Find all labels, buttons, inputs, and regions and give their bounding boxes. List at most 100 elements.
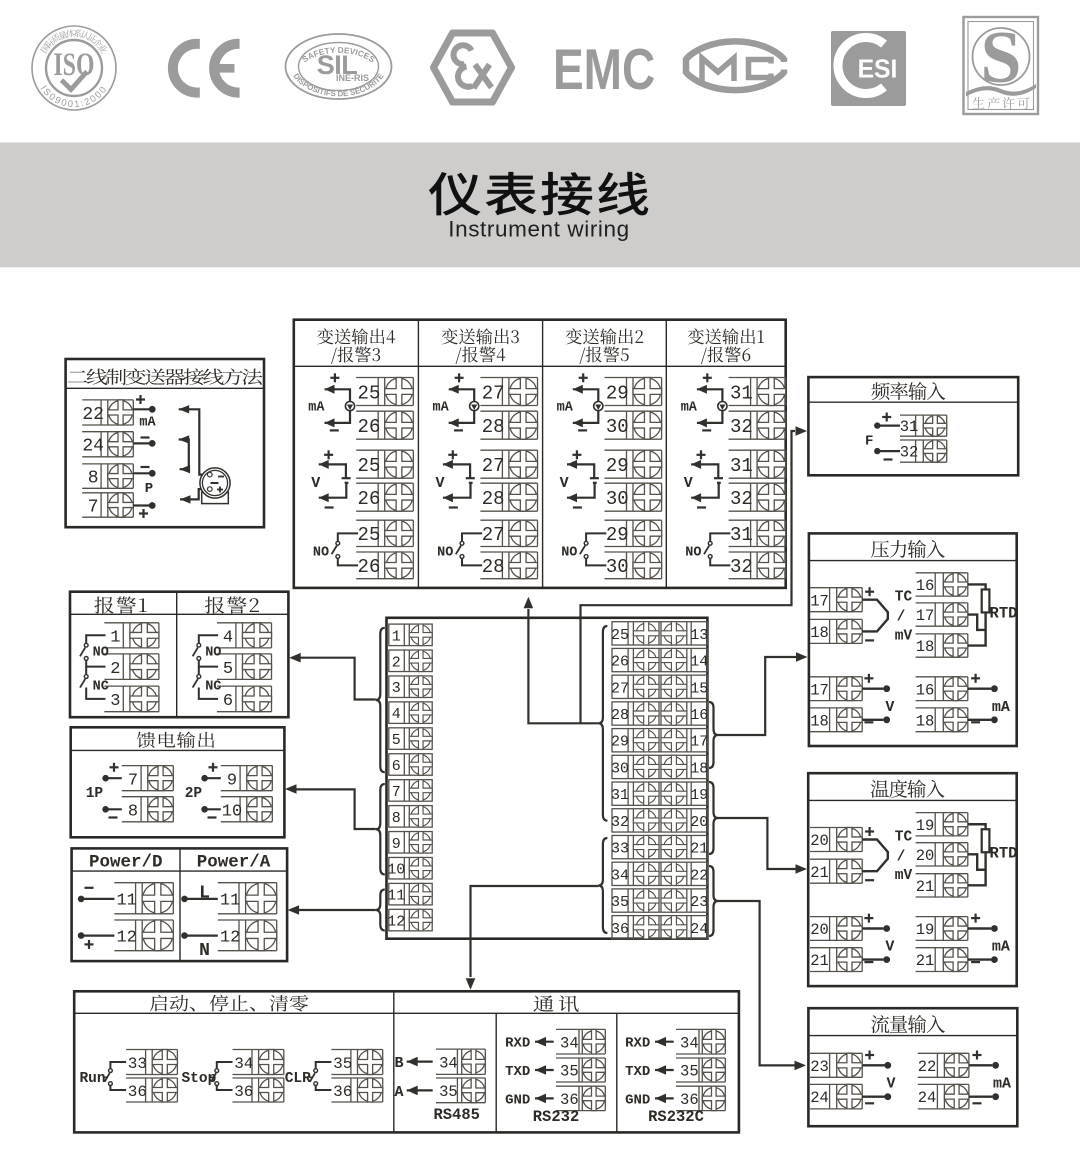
svg-text:5: 5 bbox=[392, 732, 401, 749]
svg-text:V: V bbox=[560, 475, 569, 492]
svg-text:7: 7 bbox=[88, 497, 99, 517]
svg-text:1: 1 bbox=[392, 628, 401, 645]
svg-text:V: V bbox=[311, 475, 320, 492]
svg-text:36: 36 bbox=[333, 1083, 352, 1101]
svg-text:18: 18 bbox=[916, 638, 935, 656]
svg-text:3: 3 bbox=[110, 692, 120, 711]
svg-text:NO: NO bbox=[561, 546, 577, 561]
svg-text:21: 21 bbox=[916, 952, 935, 970]
svg-text:21: 21 bbox=[810, 952, 829, 970]
svg-text:Power/A: Power/A bbox=[197, 853, 271, 873]
svg-text:35: 35 bbox=[560, 1063, 579, 1081]
svg-text:RTD: RTD bbox=[990, 605, 1018, 623]
svg-text:9: 9 bbox=[227, 771, 237, 790]
svg-text:36: 36 bbox=[128, 1083, 147, 1101]
svg-text:27: 27 bbox=[482, 382, 505, 404]
svg-text:31: 31 bbox=[730, 455, 753, 477]
svg-text:V: V bbox=[885, 699, 894, 716]
svg-text:35: 35 bbox=[439, 1083, 458, 1101]
svg-text:Stop: Stop bbox=[181, 1071, 216, 1087]
svg-text:9: 9 bbox=[392, 836, 401, 853]
svg-text:25: 25 bbox=[358, 382, 381, 404]
svg-text:P: P bbox=[145, 481, 153, 497]
svg-text:2: 2 bbox=[392, 654, 401, 671]
svg-text:8: 8 bbox=[392, 810, 401, 827]
svg-text:32: 32 bbox=[730, 556, 753, 578]
svg-text:30: 30 bbox=[611, 760, 629, 777]
svg-text:33: 33 bbox=[128, 1055, 147, 1073]
svg-text:18: 18 bbox=[690, 760, 708, 777]
svg-text:B: B bbox=[394, 1055, 403, 1072]
svg-text:3: 3 bbox=[392, 680, 401, 697]
svg-text:24: 24 bbox=[82, 437, 104, 457]
svg-text:TXD: TXD bbox=[505, 1064, 530, 1080]
svg-text:6: 6 bbox=[223, 692, 233, 711]
svg-text:35: 35 bbox=[680, 1063, 699, 1081]
svg-text:20: 20 bbox=[810, 921, 829, 939]
svg-text:18: 18 bbox=[810, 624, 829, 642]
svg-text:2: 2 bbox=[110, 660, 120, 679]
svg-text:36: 36 bbox=[611, 921, 629, 938]
svg-text:TC: TC bbox=[895, 830, 913, 846]
svg-text:V: V bbox=[435, 475, 444, 492]
svg-text:16: 16 bbox=[916, 681, 935, 699]
svg-text:28: 28 bbox=[482, 488, 505, 510]
svg-text:20: 20 bbox=[690, 814, 708, 831]
svg-text:21: 21 bbox=[810, 864, 829, 882]
svg-text:4: 4 bbox=[392, 706, 401, 723]
svg-text:GND: GND bbox=[505, 1092, 530, 1108]
svg-text:NC: NC bbox=[205, 679, 221, 694]
svg-text:INE-RIS: INE-RIS bbox=[336, 73, 369, 83]
svg-text:24: 24 bbox=[810, 1089, 829, 1107]
svg-text:35: 35 bbox=[611, 894, 629, 911]
svg-text:31: 31 bbox=[611, 787, 629, 804]
svg-text:ESI: ESI bbox=[858, 55, 898, 84]
svg-text:mA: mA bbox=[992, 699, 1010, 716]
svg-text:22: 22 bbox=[690, 867, 708, 884]
svg-text:10: 10 bbox=[387, 862, 405, 879]
svg-text:10: 10 bbox=[222, 802, 242, 821]
svg-text:25: 25 bbox=[358, 524, 381, 546]
svg-text:11: 11 bbox=[220, 891, 240, 910]
svg-text:17: 17 bbox=[810, 681, 829, 699]
svg-text:NO: NO bbox=[437, 546, 453, 561]
svg-text:36: 36 bbox=[234, 1083, 253, 1101]
svg-text:34: 34 bbox=[439, 1054, 458, 1072]
svg-text:25: 25 bbox=[358, 455, 381, 477]
svg-text:CLR: CLR bbox=[285, 1071, 311, 1087]
svg-text:32: 32 bbox=[730, 488, 753, 510]
svg-text:34: 34 bbox=[234, 1055, 253, 1073]
svg-text:30: 30 bbox=[606, 488, 629, 510]
svg-text:7: 7 bbox=[128, 771, 138, 790]
svg-text:19: 19 bbox=[916, 921, 935, 939]
svg-text:19: 19 bbox=[916, 817, 935, 835]
svg-text:20: 20 bbox=[916, 847, 935, 865]
svg-text:31: 31 bbox=[900, 418, 919, 436]
svg-text:F: F bbox=[865, 434, 873, 450]
svg-text:31: 31 bbox=[730, 524, 753, 546]
svg-text:27: 27 bbox=[482, 455, 505, 477]
svg-text:29: 29 bbox=[611, 734, 629, 751]
svg-text:11: 11 bbox=[116, 891, 136, 910]
svg-text:25: 25 bbox=[611, 627, 629, 644]
svg-text:27: 27 bbox=[482, 524, 505, 546]
svg-text:RS232C: RS232C bbox=[648, 1108, 704, 1126]
svg-text:19: 19 bbox=[690, 787, 708, 804]
svg-text:SIL: SIL bbox=[317, 50, 358, 80]
svg-text:31: 31 bbox=[730, 382, 753, 404]
svg-text:L: L bbox=[199, 884, 210, 904]
svg-text:12: 12 bbox=[116, 928, 136, 947]
svg-text:24: 24 bbox=[918, 1089, 937, 1107]
svg-text:21: 21 bbox=[690, 841, 708, 858]
svg-text:17: 17 bbox=[916, 607, 935, 625]
svg-text:20: 20 bbox=[810, 832, 829, 850]
svg-text:2P: 2P bbox=[185, 786, 203, 802]
svg-text:18: 18 bbox=[916, 712, 935, 730]
svg-text:11: 11 bbox=[387, 888, 405, 905]
svg-text:12: 12 bbox=[220, 928, 240, 947]
svg-text:Run: Run bbox=[79, 1071, 105, 1087]
svg-text:Power/D: Power/D bbox=[89, 853, 163, 873]
svg-text:NO: NO bbox=[205, 645, 221, 660]
svg-text:mA: mA bbox=[308, 400, 325, 415]
svg-text:22: 22 bbox=[82, 405, 104, 425]
